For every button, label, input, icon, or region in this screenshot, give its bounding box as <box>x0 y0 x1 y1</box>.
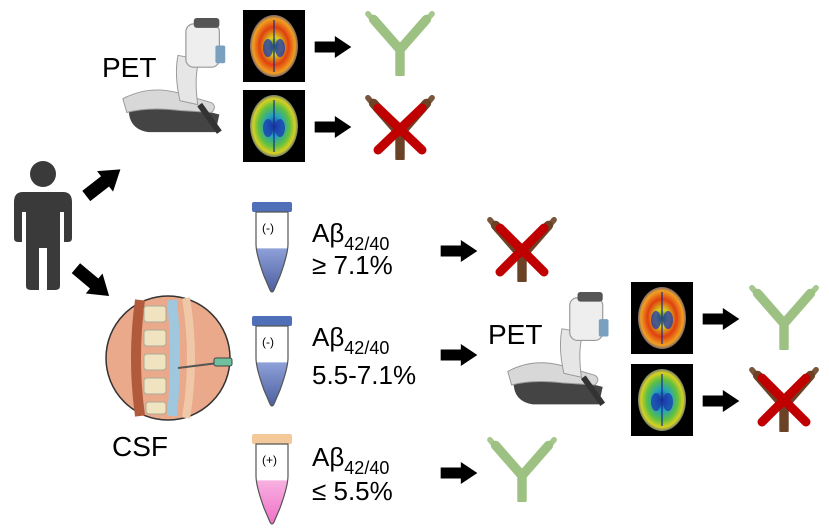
cross-icon <box>757 373 811 427</box>
arrow-icon <box>440 462 478 484</box>
tube-sign: (+) <box>262 453 277 467</box>
pet-label-mid: PET <box>488 319 542 350</box>
pet-label-top: PET <box>102 52 156 83</box>
spine-illustration <box>105 295 233 421</box>
cross-icon <box>373 103 427 155</box>
arrow-to-csf <box>67 258 118 306</box>
antibody-icon <box>752 288 816 348</box>
csf-tube-icon <box>252 316 292 407</box>
person-icon <box>14 161 72 290</box>
arrow-icon <box>702 308 740 330</box>
csf-label: CSF <box>112 431 168 462</box>
cross-icon <box>495 223 549 277</box>
arrow-icon <box>314 36 352 58</box>
arrow-icon <box>440 344 478 366</box>
tube-sign: (-) <box>262 221 274 235</box>
arrow-icon <box>702 390 740 412</box>
pet-brain-scan-positive <box>631 280 693 356</box>
arrow-to-pet <box>78 159 129 207</box>
abeta-threshold: ≥ 7.1% <box>312 250 393 280</box>
antibody-icon <box>368 14 432 74</box>
abeta-label: Aβ42/40 <box>312 218 389 254</box>
abeta-threshold: 5.5-7.1% <box>312 360 416 390</box>
abeta-label: Aβ42/40 <box>312 322 389 358</box>
abeta-label: Aβ42/40 <box>312 442 389 478</box>
csf-tube-icon <box>252 434 292 525</box>
pet-brain-scan-negative <box>243 88 305 164</box>
csf-tube-icon <box>252 202 292 293</box>
arrow-icon <box>314 116 352 138</box>
tube-sign: (-) <box>262 335 274 349</box>
abeta-threshold: ≤ 5.5% <box>312 476 393 506</box>
arrow-icon <box>440 240 478 262</box>
pet-brain-scan-negative <box>631 362 693 438</box>
pet-brain-scan-positive <box>243 8 305 84</box>
antibody-icon <box>490 440 554 500</box>
